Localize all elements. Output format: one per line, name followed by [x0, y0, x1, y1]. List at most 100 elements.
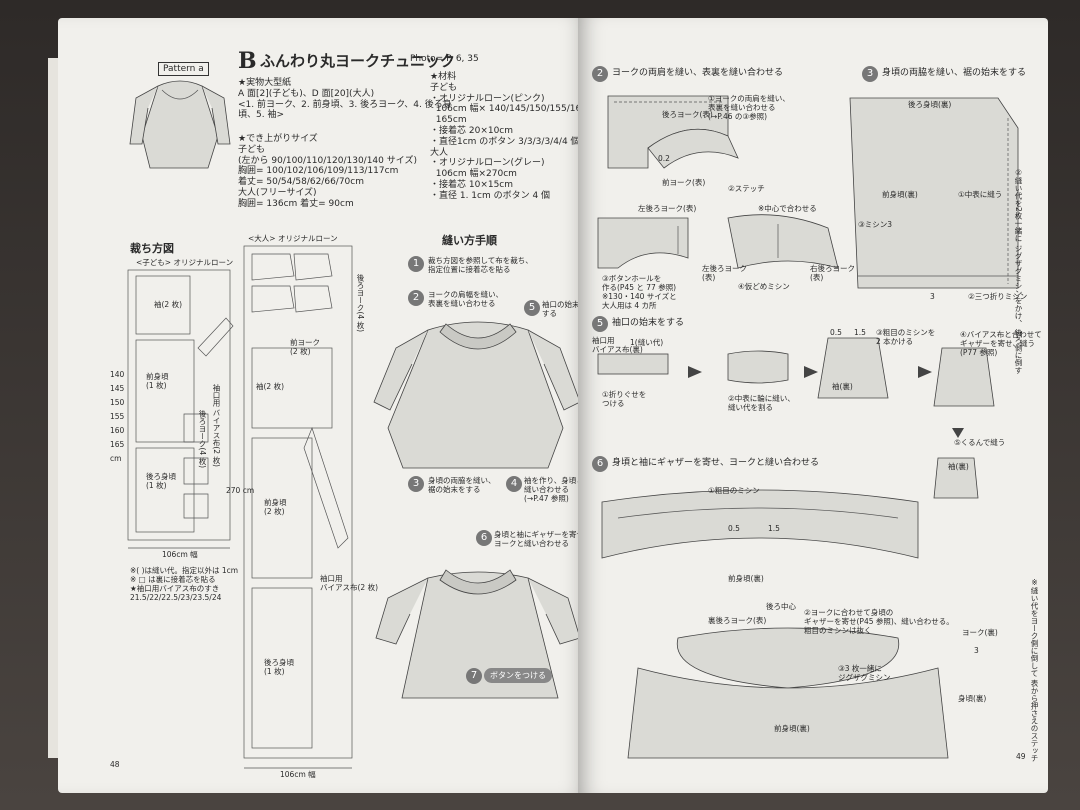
label-v15b: 1.5	[768, 524, 780, 533]
materials: ★材料 子ども ・オリジナルローン(ピンク) 106cm 幅× 140/145/…	[430, 72, 588, 201]
piece-front-body-adult: 前身頃 (2 枚)	[264, 498, 287, 516]
adult-width: 106cm 幅	[280, 770, 316, 779]
step-3-text: 身頃の両脇を縫い、 裾の始末をする	[428, 476, 496, 494]
piece-cuff-bias-child: 袖口用 バイアス布(2 枚)	[212, 384, 221, 467]
step-1-number: 1	[408, 256, 424, 272]
label-cuff-bias: 袖口用 バイアス布(裏)	[592, 336, 643, 354]
label-back-yoke-back: 裏後ろヨーク(表)	[708, 616, 767, 625]
label-v05b: 0.5	[728, 524, 740, 533]
step-7-text: ボタンをつける	[484, 668, 552, 683]
label-stitch: ②ステッチ	[728, 184, 765, 193]
step6-title: 身頃と袖にギャザーを寄せ、ヨークと縫い合わせる	[612, 458, 820, 468]
step-2-right-number: 2	[592, 66, 608, 82]
label-back-center: 後ろ中心	[766, 602, 796, 611]
piece-back-body-child: 後ろ身頃 (1 枚)	[146, 472, 176, 490]
label-coarse: ①粗目のミシン	[708, 486, 760, 495]
neckline-gather-diagram	[601, 489, 949, 759]
label-back-body: 後ろ身頃(裏)	[908, 100, 952, 109]
child-height-2: 145	[110, 384, 125, 393]
yoke-diagram-buttonholes	[597, 214, 839, 269]
label-v15: 1.5	[854, 328, 866, 337]
label-yoke-back: ヨーク(裏)	[962, 628, 998, 637]
label-buttonhole: ③ボタンホールを 作る(P45 と 77 参照) ※130・140 サイズと 大…	[602, 274, 677, 310]
label-hem: ②三つ折りミシン	[968, 292, 1028, 301]
dress-illustration-back	[375, 569, 581, 699]
piece-front-yoke: 前ヨーク (2 枚)	[290, 338, 320, 356]
child-height-4: 155	[110, 412, 125, 421]
child-height-unit: cm	[110, 454, 122, 463]
piece-front-body-child: 前身頃 (1 枚)	[146, 372, 169, 390]
pattern-badge: Pattern a	[158, 62, 209, 76]
dress-illustration-front	[373, 321, 581, 469]
label-tack: ④仮どめミシン	[738, 282, 790, 291]
label-wrap: ⑤くるんで縫う	[954, 438, 1006, 447]
child-fabric-label: <子ども> オリジナルローン	[136, 258, 234, 267]
label-right-back-yoke: 右後ろヨーク (表)	[810, 264, 855, 282]
dress-illustrations	[127, 80, 581, 769]
step-6-number: 6	[476, 530, 492, 546]
step-7-number: 7	[466, 668, 482, 684]
step2-title: ヨークの両肩を縫い、表裏を縫い合わせる	[612, 68, 784, 78]
label-sleeve-back: 袖(裏)	[832, 382, 853, 391]
child-height-6: 165	[110, 440, 125, 449]
open-book: Pattern a B ふんわり丸ヨークチュニック Photo= P. 6, 3…	[48, 18, 1048, 798]
cutting-notes: ※( )は縫い代。指定以外は 1cm ※ □ は裏に接着芯を貼る ★袖口用バイア…	[130, 566, 239, 602]
left-page-number: 48	[110, 760, 120, 769]
label-v05: 0.5	[830, 328, 842, 337]
step-3-number: 3	[408, 476, 424, 492]
label-body-back: 身頃(裏)	[958, 694, 987, 703]
left-page: Pattern a B ふんわり丸ヨークチュニック Photo= P. 6, 3…	[58, 18, 588, 793]
cutting-diagram-adult	[243, 245, 353, 769]
cutting-title: 裁ち方図	[130, 242, 174, 255]
right-page: 2 ヨークの両肩を縫い、表裏を縫い合わせる 3 身頃の両脇を縫い、裾の始末をする…	[578, 18, 1048, 793]
sewing-title: 縫い方手順	[442, 234, 497, 247]
label-bias-sew: ④バイアス布と合わせて ギャザーを寄せ、縫う (P77 参照)	[960, 330, 1042, 357]
label-center-align: ※中心で合わせる	[758, 204, 817, 213]
label-side-seam: ①中表に縫う	[958, 190, 1003, 199]
label-v02: 0.2	[658, 154, 670, 163]
step-5-right-number: 5	[592, 316, 608, 332]
step-3-right-number: 3	[862, 66, 878, 82]
dress-thumbnail	[129, 80, 231, 169]
label-front-body-back-3: 前身頃(裏)	[774, 724, 810, 733]
label-seam-allowance: ②縫い代を2枚一緒に ジグザグミシンをかけ、 後ろ側に倒す	[1014, 168, 1023, 375]
adult-fabric-label: <大人> オリジナルローン	[248, 234, 338, 243]
label-sleeve-in: 袖(裏)	[948, 462, 969, 471]
label-seam-open: ③ミシン3	[858, 220, 892, 229]
yoke-diagram-top	[607, 95, 739, 169]
label-v3: 3	[930, 292, 935, 301]
step-4-text: 袖を作り、身頃と 縫い合わせる (→P.47 参照)	[524, 476, 584, 503]
piece-sleeve-adult: 袖(2 枚)	[256, 382, 285, 391]
label-side-note: ※縫い代をヨーク側に倒して 表から押さえのステッチ	[1030, 578, 1039, 762]
piece-back-yoke-adult: 後ろヨーク(4 枚)	[356, 274, 365, 333]
finished-size: ★でき上がりサイズ 子ども (左から 90/100/110/120/130/14…	[238, 134, 417, 209]
label-gather: ③粗目のミシンを 2 本かける	[876, 328, 936, 346]
piece-sleeve-child: 袖(2 枚)	[154, 300, 183, 309]
piece-back-yoke-child: 後ろヨーク(4 枚)	[198, 410, 207, 469]
label-shoulder-note: ①ヨークの両肩を縫い、 表裏を縫い合わせる (→P.46 の③参照)	[708, 94, 790, 121]
step-2-text: ヨークの肩幅を縫い、 表裏を縫い合わせる	[428, 290, 503, 308]
step-5-text: 袖口の始末を する	[542, 300, 587, 318]
sewing-diagrams	[597, 95, 1019, 759]
step5-title: 袖口の始末をする	[612, 318, 685, 328]
label-sew-ring: ②中表に輪に縫い、 縫い代を割る	[728, 394, 795, 412]
child-height-3: 150	[110, 398, 125, 407]
label-back-yoke-front: 後ろヨーク(表)	[662, 110, 713, 119]
photo-reference: Photo= P. 6, 35	[410, 54, 479, 64]
child-height-5: 160	[110, 426, 125, 435]
child-width: 106cm 幅	[162, 550, 198, 559]
page-title: ふんわり丸ヨークチュニック	[260, 52, 456, 70]
piece-cuff-bias-adult: 袖口用 バイアス布(2 枚)	[320, 574, 379, 592]
label-front-body-back: 前身頃(裏)	[882, 190, 918, 199]
cuff-diagrams	[597, 337, 995, 499]
label-front-body-back-2: 前身頃(裏)	[728, 574, 764, 583]
label-v1: 1(縫い代)	[630, 338, 664, 347]
piece-back-body-adult: 後ろ身頃 (1 枚)	[264, 658, 294, 676]
cutting-diagram-child	[127, 269, 234, 549]
label-left-back-yoke-2: 左後ろヨーク (表)	[702, 264, 747, 282]
body-side-seam-diagram	[849, 97, 1019, 289]
label-left-back-yoke: 左後ろヨーク(表)	[638, 204, 697, 213]
child-height-1: 140	[110, 370, 125, 379]
step3-title: 身頃の両脇を縫い、裾の始末をする	[882, 68, 1027, 78]
step-4-number: 4	[506, 476, 522, 492]
